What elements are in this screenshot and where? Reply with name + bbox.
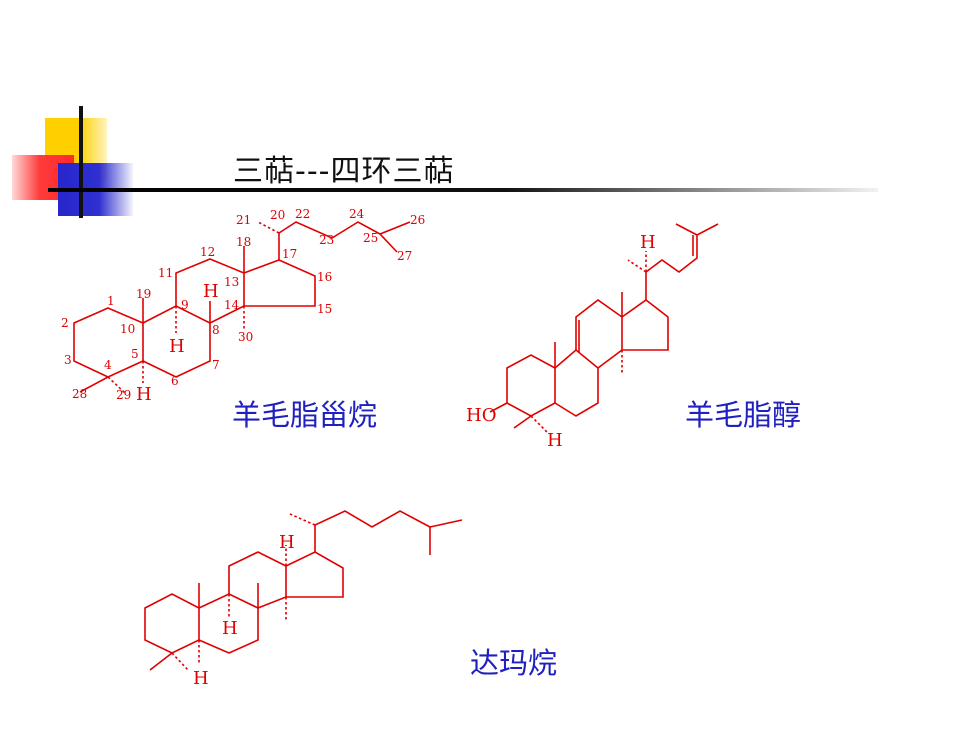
- label-lanosterol: 羊毛脂醇: [685, 398, 802, 432]
- locant-26: 26: [410, 213, 425, 227]
- locant-20: 20: [270, 208, 285, 222]
- lanosterol-structure: HO H H: [466, 223, 719, 451]
- locant-7: 7: [212, 358, 220, 372]
- locant-16: 16: [317, 270, 332, 284]
- locant-1: 1: [107, 294, 115, 308]
- locant-14: 14: [224, 298, 240, 312]
- locant-8: 8: [212, 323, 220, 337]
- atom-h-17: H: [279, 532, 295, 553]
- atom-ho: HO: [466, 405, 496, 426]
- locant-12: 12: [200, 245, 215, 259]
- locant-28: 28: [72, 387, 87, 401]
- locant-24: 24: [349, 207, 365, 221]
- title-underline: [48, 188, 878, 192]
- locant-9: 9: [181, 298, 189, 312]
- locant-5: 5: [131, 347, 139, 361]
- locant-21: 21: [236, 213, 251, 227]
- lanostane-structure: 1 2 3 4 5 6 7 8 9 10 11 12 13 14 15 16 1…: [61, 207, 425, 405]
- locant-30: 30: [238, 330, 253, 344]
- label-lanostane: 羊毛脂甾烷: [232, 398, 378, 432]
- locant-15: 15: [317, 302, 332, 316]
- locant-4: 4: [104, 358, 112, 372]
- decor-vertical-line: [79, 106, 83, 218]
- atom-h-5: H: [136, 384, 152, 405]
- atom-h-8: H: [203, 281, 219, 302]
- locant-3: 3: [64, 353, 72, 367]
- dammarane-structure: H H H: [144, 510, 463, 689]
- locant-23: 23: [319, 233, 334, 247]
- atom-h-9: H: [222, 618, 238, 639]
- locant-27: 27: [397, 249, 412, 263]
- locant-22: 22: [295, 207, 310, 221]
- locant-29: 29: [116, 388, 131, 402]
- atom-h-5: H: [547, 430, 563, 451]
- atom-h-20: H: [640, 232, 656, 253]
- atom-h-9: H: [169, 336, 185, 357]
- locant-19: 19: [136, 287, 151, 301]
- locant-13: 13: [224, 275, 239, 289]
- locant-11: 11: [158, 266, 173, 280]
- locant-25: 25: [363, 231, 378, 245]
- locant-2: 2: [61, 316, 69, 330]
- locant-10: 10: [120, 322, 135, 336]
- locant-6: 6: [171, 374, 179, 388]
- atom-h-5: H: [193, 668, 209, 689]
- locant-18: 18: [236, 235, 251, 249]
- label-dammarane: 达玛烷: [470, 646, 558, 680]
- slide-title: 三萜---四环三萜: [233, 154, 455, 189]
- locant-17: 17: [282, 247, 297, 261]
